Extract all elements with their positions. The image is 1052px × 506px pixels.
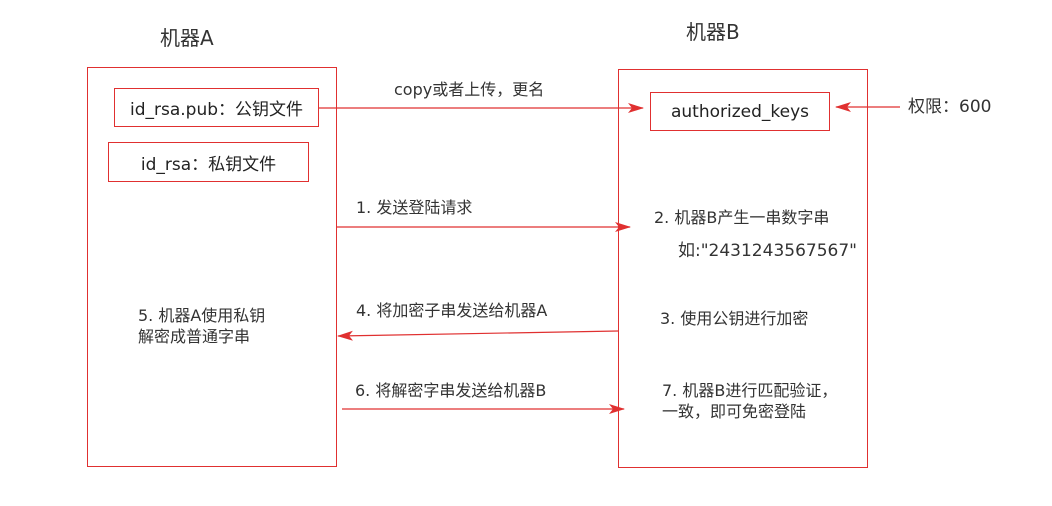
authorized-keys-box: authorized_keys	[650, 92, 830, 131]
private-key-file-box: id_rsa：私钥文件	[108, 142, 309, 182]
step4-label: 4. 将加密子串发送给机器A	[356, 301, 548, 320]
permission-label: 权限：600	[908, 97, 992, 117]
private-key-file-label: id_rsa：私钥文件	[140, 154, 277, 175]
machine-b-box	[618, 69, 868, 468]
copy-arrow-label: copy或者上传，更名	[394, 80, 545, 99]
authorized-keys-label: authorized_keys	[670, 101, 810, 122]
step5-label: 5. 机器A使用私钥 解密成普通字串	[138, 306, 266, 346]
public-key-file-box: id_rsa.pub：公钥文件	[114, 88, 319, 127]
step6-label: 6. 将解密字串发送给机器B	[355, 381, 547, 400]
step2-line1: 2. 机器B产生一串数字串	[654, 208, 830, 227]
step7-label: 7. 机器B进行匹配验证， 一致，即可免密登陆	[662, 381, 838, 421]
machine-a-box	[87, 67, 337, 467]
machine-a-title: 机器A	[160, 26, 214, 50]
step3-label: 3. 使用公钥进行加密	[660, 309, 809, 328]
step1-label: 1. 发送登陆请求	[356, 198, 473, 217]
machine-b-title: 机器B	[686, 20, 740, 44]
public-key-file-label: id_rsa.pub：公钥文件	[129, 100, 304, 120]
step4-arrow	[337, 330, 619, 341]
step2-line2: 如:"2431243567567"	[678, 241, 857, 261]
